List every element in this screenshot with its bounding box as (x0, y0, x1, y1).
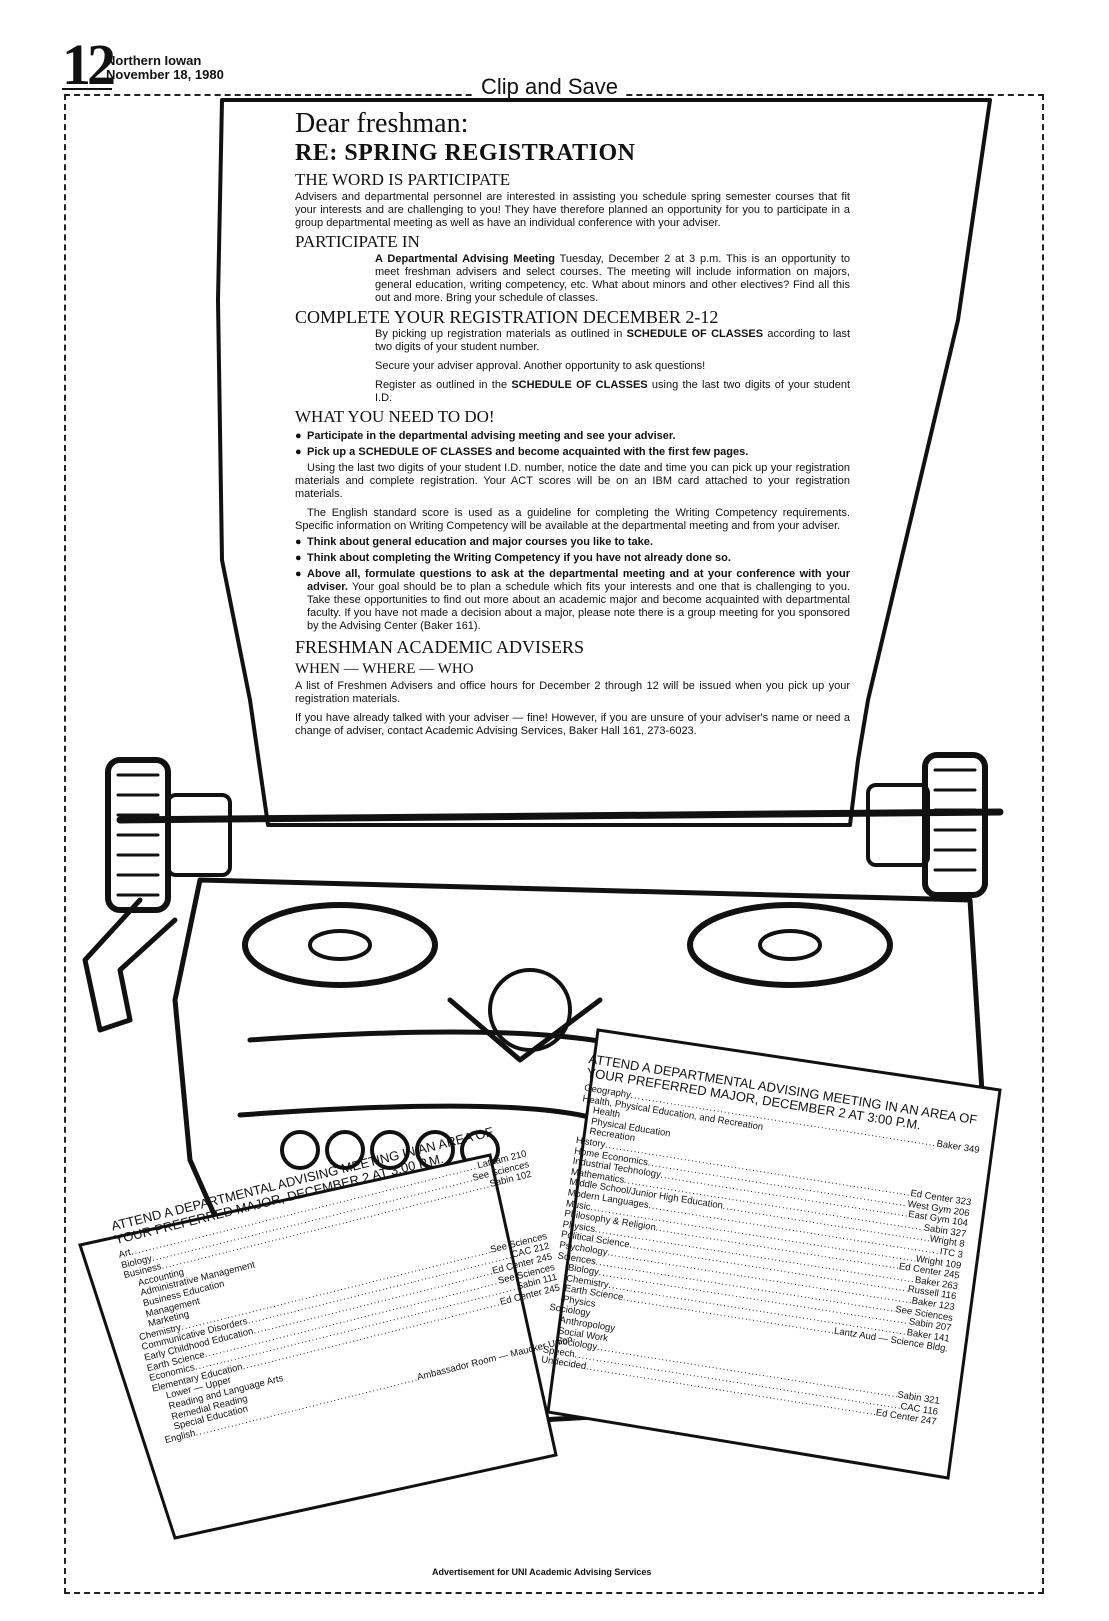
meeting-list-right: ATTEND A DEPARTMENTAL ADVISING MEETING I… (540, 1051, 985, 1429)
masthead: 12 Northern Iowan November 18, 1980 (62, 32, 362, 97)
advisers-paragraph-1: A list of Freshmen Advisers and office h… (295, 680, 850, 705)
newspaper-name: Northern Iowan (106, 53, 202, 68)
masthead-rule (62, 88, 112, 90)
step-3-schedule: SCHEDULE OF CLASSES (511, 379, 648, 391)
registration-step-2: Secure your adviser approval. Another op… (375, 360, 706, 372)
section-title-advisers: FRESHMAN ACADEMIC ADVISERS (295, 637, 585, 657)
todo-text: Participate in the departmental advising… (307, 430, 676, 442)
todo-text: Above all, formulate questions to ask at… (307, 568, 850, 633)
step-3-text-c: using the last two digits of your studen… (375, 379, 850, 404)
section-body-participate: Advisers and departmental personnel are … (295, 191, 850, 229)
advertisement-credit: Advertisement for UNI Academic Advising … (432, 1567, 652, 1577)
section-title-complete-registration: COMPLETE YOUR REGISTRATION DECEMBER 2-12 (295, 307, 719, 327)
todo-text: Think about completing the Writing Compe… (307, 552, 731, 564)
todo-text: Think about general education and major … (307, 536, 653, 548)
clip-and-save-label: Clip and Save (475, 74, 624, 100)
todo-text: Pick up a SCHEDULE OF CLASSES and become… (307, 446, 749, 458)
advising-meeting-paragraph: A Departmental Advising Meeting Tuesday,… (375, 253, 850, 305)
letter: Dear freshman: RE: SPRING REGISTRATION T… (295, 108, 850, 739)
letter-subject: RE: SPRING REGISTRATION (295, 140, 636, 166)
step-1-schedule: SCHEDULE OF CLASSES (626, 328, 764, 340)
step-3-text-a: Register as outlined in the (375, 379, 512, 391)
registration-step-1: By picking up registration materials as … (375, 328, 850, 354)
section-title-participate: THE WORD IS PARTICIPATE (295, 170, 511, 189)
section-title-what-to-do: WHAT YOU NEED TO DO! (295, 407, 495, 426)
step-1-text-c: according to last two digits of your stu… (375, 328, 851, 353)
advisers-subtitle: WHEN — WHERE — WHO (295, 661, 474, 677)
student-id-paragraph: Using the last two digits of your studen… (295, 462, 850, 500)
advising-meeting-text: Tuesday, December 2 at 3 p.m. This is an… (375, 253, 850, 304)
todo-bullet: ●Participate in the departmental advisin… (295, 430, 676, 442)
todo-bullet: ●Pick up a SCHEDULE OF CLASSES and becom… (295, 446, 749, 458)
advising-meeting-lead: A Departmental Advising Meeting (375, 253, 555, 265)
section-title-participate-in: PARTICIPATE IN (295, 232, 420, 251)
advisers-paragraph-2: If you have already talked with your adv… (295, 712, 850, 737)
page-number: 12 (62, 32, 116, 97)
todo-rest: Your goal should be to plan a schedule w… (307, 581, 850, 632)
letter-greeting: Dear freshman: (295, 108, 469, 139)
todo-bullet: ●Above all, formulate questions to ask a… (295, 568, 850, 633)
writing-competency-paragraph: The English standard score is used as a … (295, 507, 850, 532)
todo-bullet: ●Think about general education and major… (295, 536, 653, 548)
todo-bullet: ●Think about completing the Writing Comp… (295, 552, 731, 564)
issue-date: November 18, 1980 (106, 67, 224, 82)
registration-step-3: Register as outlined in the SCHEDULE OF … (375, 379, 850, 405)
todo-lead: Above all, formulate questions to ask at… (307, 568, 850, 593)
step-1-text-a: By picking up registration materials as … (375, 328, 627, 340)
